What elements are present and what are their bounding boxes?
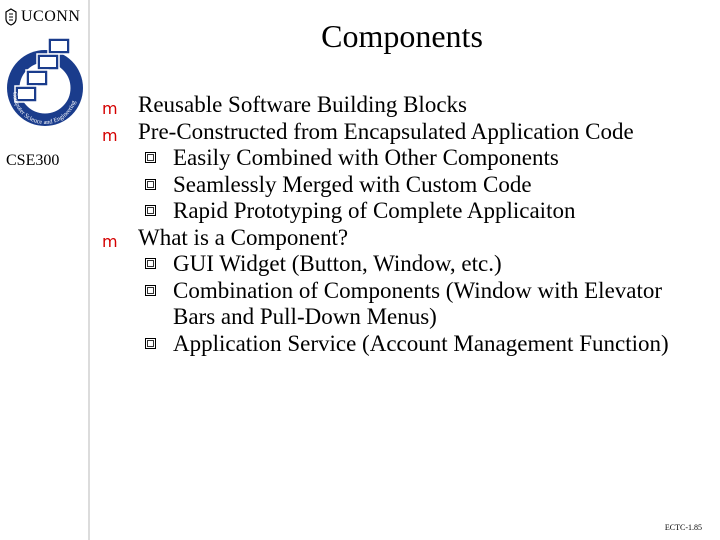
course-code: CSE300 <box>6 152 60 169</box>
square-bullet-icon <box>145 145 157 163</box>
slide-title-container: Components <box>0 18 720 55</box>
bullet-item: GUI Widget (Button, Window, etc.) <box>98 251 708 278</box>
slide-footer-id: ECTC-1.85 <box>664 523 702 532</box>
bullet-text: Easily Combined with Other Components <box>173 145 559 170</box>
bullet-text: Application Service (Account Management … <box>173 330 669 356</box>
square-bullet-icon <box>145 331 157 349</box>
bullet-text: What is a Component? <box>138 224 349 250</box>
uconn-seal-icon <box>5 8 17 26</box>
uconn-logo: UCONN <box>4 6 80 28</box>
bullet-item: Easily Combined with Other Components <box>98 145 708 172</box>
slide-title: Components <box>321 18 483 54</box>
uconn-text: UCONN <box>21 8 81 25</box>
cse-logo-icon: Computer Science and Engineering <box>7 37 83 126</box>
bullet-item: m Pre-Constructed from Encapsulated Appli… <box>98 119 708 146</box>
sidebar: UCONN Computer Science and Engineering C… <box>0 0 88 540</box>
bullet-text: Reusable Software Building Blocks <box>138 92 467 117</box>
bullet-item: Combination of Components (Window with E… <box>98 278 708 331</box>
square-bullet-icon <box>145 172 157 190</box>
bullet-item: m What is a Component? <box>98 225 708 252</box>
bullet-marker-icon: m <box>102 125 118 145</box>
bullet-item: Rapid Prototyping of Complete Applicaito… <box>98 198 708 225</box>
square-bullet-icon <box>145 251 157 269</box>
bullet-item: Seamlessly Merged with Custom Code <box>98 172 708 199</box>
bullet-item: Application Service (Account Management … <box>98 331 708 358</box>
bullet-text: Seamlessly Merged with Custom Code <box>173 171 532 197</box>
bullet-marker-icon: m <box>102 231 118 251</box>
bullet-text: Pre-Constructed from Encapsulated Applic… <box>138 118 634 144</box>
bullet-text: Combination of Components (Window with E… <box>173 277 663 330</box>
bullet-text: GUI Widget (Button, Window, etc.) <box>173 251 502 276</box>
square-bullet-icon <box>145 278 157 296</box>
bullet-marker-icon: m <box>102 99 118 118</box>
sidebar-divider <box>88 0 90 540</box>
bullet-item: m Reusable Software Building Blocks <box>98 92 708 119</box>
bullet-text: Rapid Prototyping of Complete Applicaito… <box>173 198 576 223</box>
square-bullet-icon <box>145 198 157 216</box>
